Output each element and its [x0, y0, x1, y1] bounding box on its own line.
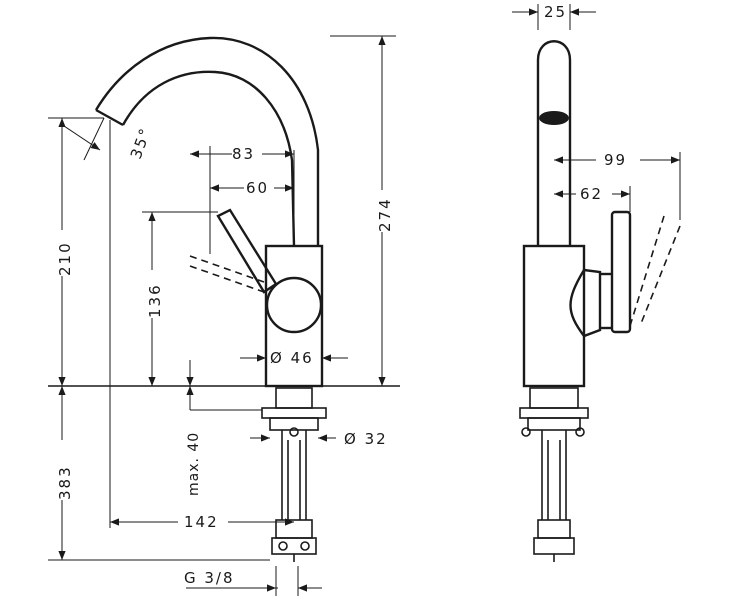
dim-overall-height: 274: [376, 197, 394, 232]
dim-side-lever-reach-inner: 62: [580, 185, 603, 203]
lever: [189, 208, 278, 294]
dim-body-diameter: Ø 46: [270, 349, 314, 367]
dim-spout-reach: 142: [184, 513, 219, 531]
dim-lever-height: 136: [146, 283, 164, 318]
side-body: [522, 244, 602, 388]
dim-spout-height: 210: [56, 241, 74, 276]
side-spout: [536, 40, 572, 246]
dim-shank-diameter: Ø 32: [344, 430, 388, 448]
dim-below-deck-length: 383: [56, 465, 74, 500]
side-view: 25 99 62: [512, 3, 681, 562]
dim-connection-thread: G 3/8: [184, 569, 235, 587]
dim-side-lever-reach-outer: 99: [604, 151, 627, 169]
mounting-hardware-front: [261, 387, 327, 562]
spout: [94, 36, 320, 247]
dim-lever-reach-upper: 60: [246, 179, 269, 197]
dim-side-width: 25: [544, 3, 567, 21]
dim-max-deck-thickness: max. 40: [186, 432, 202, 496]
faucet-body: [264, 244, 324, 388]
side-lever: [600, 210, 681, 334]
front-view: 35° 83 60 274 210 136 Ø 46 383 max: [48, 35, 400, 596]
dim-swivel-angle: 35°: [127, 125, 155, 162]
side-mounting-hardware: [519, 387, 589, 562]
dim-spout-reach-upper: 83: [232, 145, 255, 163]
